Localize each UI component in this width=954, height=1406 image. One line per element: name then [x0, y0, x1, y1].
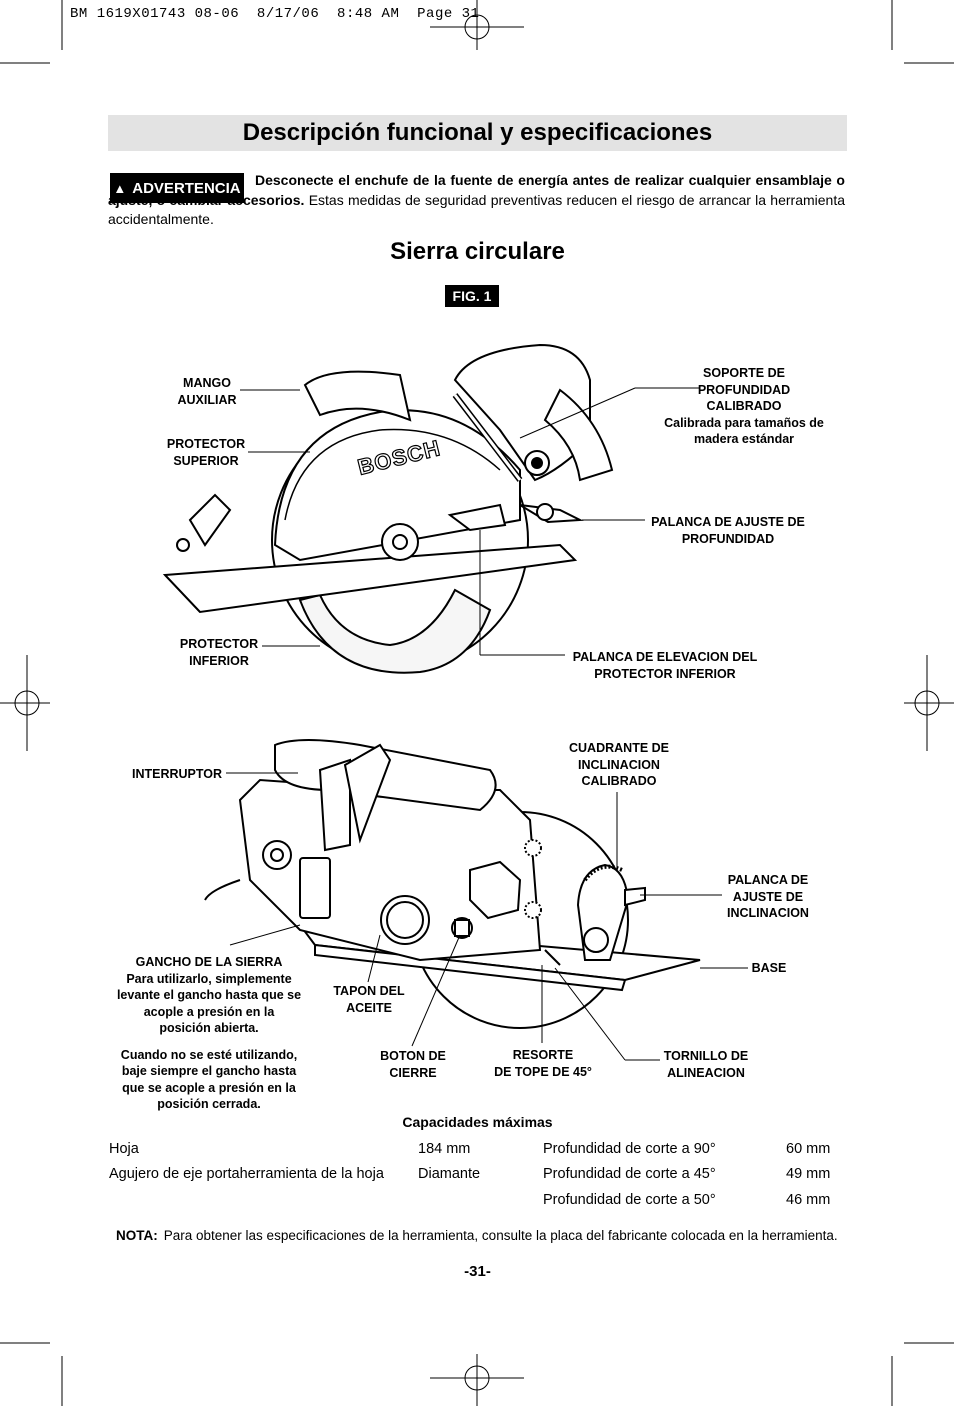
callout-protector-superior: PROTECTOR SUPERIOR [160, 436, 252, 469]
spec-left-label-0: Hoja [109, 1141, 139, 1157]
callout-line: SOPORTE DE [703, 366, 785, 380]
callout-line: baje siempre el gancho hasta [121, 1064, 297, 1078]
callout-line: Para utilizarlo, simplemente [126, 971, 292, 986]
callout-line: posición cerrada. [157, 1097, 261, 1111]
callout-line: que se acople a presión en la [122, 1080, 296, 1095]
callout-line: SUPERIOR [173, 453, 239, 468]
spec-right-label-2: Profundidad de corte a 50° [543, 1192, 716, 1208]
callout-line: INCLINACION [727, 906, 809, 920]
callout-line: GANCHO DE LA SIERRA [135, 955, 283, 969]
callout-line: TORNILLO DE [663, 1049, 749, 1063]
callout-line: PALANCA DE ELEVACION DEL [572, 650, 758, 664]
callout-line: Cuando no se esté utilizando, [120, 1047, 298, 1062]
callout-soporte-profundidad: SOPORTE DE PROFUNDIDAD CALIBRADO Calibra… [655, 365, 833, 448]
callout-line: TAPON DEL [333, 984, 405, 998]
spec-right-value-2: 46 mm [786, 1192, 831, 1208]
page-title: Descripción funcional y especificaciones [242, 119, 713, 146]
callout-line: AJUSTE DE [732, 889, 804, 904]
warning-body-text: Estas medidas de seguridad preventivas r… [108, 191, 846, 228]
callout-interruptor: INTERRUPTOR [131, 767, 223, 781]
callout-line: AUXILIAR [177, 392, 237, 407]
spec-right-value-0: 60 mm [786, 1141, 831, 1157]
callout-line: DE TOPE DE 45° [494, 1064, 592, 1079]
callout-line: Calibrada para tamaños de [664, 415, 824, 430]
callout-line: INCLINACION [578, 757, 660, 772]
callout-line: INFERIOR [189, 653, 249, 668]
registration-mark-left [0, 655, 50, 751]
leader-lines-top [240, 387, 700, 656]
callout-cuadrante: CUADRANTE DE INCLINACION CALIBRADO [558, 740, 680, 790]
callout-line: posición abierta. [159, 1021, 259, 1035]
callout-line: CIERRE [389, 1065, 437, 1080]
warning-badge: ▲ ADVERTENCIA [110, 173, 244, 203]
warning-triangle-icon: ▲ [113, 180, 127, 196]
spec-left-value-1: Diamante [418, 1166, 481, 1182]
print-header: BM 1619X01743 08-06 8/17/06 8:48 AM Page… [70, 6, 480, 22]
callout-line: CALIBRADO [706, 399, 782, 413]
saw-front-view-illustration [204, 739, 701, 1029]
registration-mark-top [430, 0, 524, 50]
title-background [108, 115, 847, 151]
callout-palanca-inclinacion: PALANCA DE AJUSTE DE INCLINACION [714, 872, 822, 922]
callout-line: MANGO [183, 376, 231, 390]
leader-lines-bottom [226, 772, 748, 1061]
capacities-title: Capacidades máximas [402, 1114, 553, 1130]
callout-tapon-aceite: TAPON DEL ACEITE [326, 983, 412, 1016]
callout-line: PROTECTOR [179, 637, 259, 651]
spec-left-value-0: 184 mm [418, 1141, 471, 1157]
callout-line: ALINEACION [667, 1065, 745, 1080]
spacer [100, 1037, 318, 1047]
callout-boton-cierre: BOTON DE CIERRE [372, 1048, 454, 1081]
spec-right-value-1: 49 mm [786, 1166, 831, 1182]
note-text: Para obtener las especificaciones de la … [163, 1228, 838, 1243]
callout-line: madera estándar [693, 432, 795, 446]
callout-line: BOTON DE [380, 1049, 446, 1063]
callout-resorte: RESORTE DE TOPE DE 45° [482, 1047, 604, 1080]
registration-mark-right [904, 655, 954, 751]
callout-line: CUADRANTE DE [569, 741, 669, 755]
callout-line: PROFUNDIDAD [697, 382, 791, 397]
page-number: -31- [464, 1263, 491, 1280]
spec-left-label-1: Agujero de eje portaherramienta de la ho… [109, 1166, 384, 1182]
note-paragraph: NOTA: Para obtener las especificaciones d… [116, 1228, 856, 1243]
section-title: Sierra circulare [390, 238, 565, 265]
note-label: NOTA: [116, 1228, 158, 1243]
callout-line: CALIBRADO [581, 774, 657, 788]
callout-mango-auxiliar: MANGO AUXILIAR [168, 375, 246, 408]
spec-right-label-0: Profundidad de corte a 90° [543, 1141, 716, 1157]
callout-line: PALANCA DE AJUSTE DE [651, 515, 805, 529]
spec-right-label-1: Profundidad de corte a 45° [543, 1166, 716, 1182]
callout-line: RESORTE [512, 1048, 574, 1062]
callout-base: BASE [751, 961, 787, 975]
callout-line: PROTECTOR [166, 437, 246, 451]
figure-label: FIG. 1 [445, 285, 499, 307]
callout-line: PROTECTOR INFERIOR [594, 666, 736, 681]
callout-line: acople a presión en la [143, 1004, 275, 1019]
registration-mark-bottom [430, 1354, 524, 1406]
warning-badge-label: ADVERTENCIA [132, 179, 241, 197]
callout-palanca-elevacion: PALANCA DE ELEVACION DEL PROTECTOR INFER… [560, 649, 770, 682]
callout-protector-inferior: PROTECTOR INFERIOR [172, 636, 266, 669]
callout-line: levante el gancho hasta que se [116, 988, 302, 1002]
callout-line: ACEITE [346, 1000, 392, 1015]
callout-line: PALANCA DE [727, 873, 809, 887]
saw-side-view-illustration: BOSCH [162, 343, 614, 674]
warning-paragraph: Desconecte el enchufe de la fuente de en… [108, 171, 845, 230]
callout-palanca-profundidad: PALANCA DE AJUSTE DE PROFUNDIDAD [642, 514, 814, 547]
callout-gancho-sierra: GANCHO DE LA SIERRA Para utilizarlo, sim… [100, 954, 318, 1113]
callout-tornillo: TORNILLO DE ALINEACION [656, 1048, 756, 1081]
callout-line: PROFUNDIDAD [681, 531, 775, 546]
